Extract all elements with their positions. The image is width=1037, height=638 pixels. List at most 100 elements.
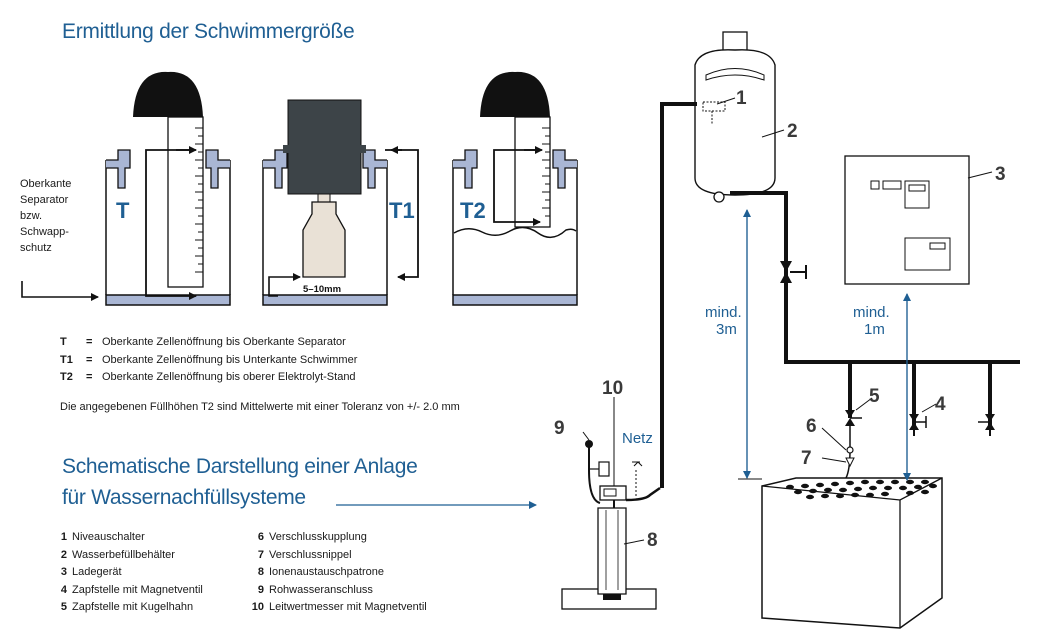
- measure-arrow-t2: [493, 149, 541, 226]
- legend-text: Verschlussnippel: [269, 548, 352, 561]
- legend-text: Zapfstelle mit Magnetventil: [72, 583, 203, 596]
- cell-opening-left: [263, 149, 288, 189]
- legend-num: 4: [60, 583, 67, 596]
- tap-valve-5: [845, 410, 862, 426]
- legend-num: 1: [60, 531, 67, 543]
- callout-9: 9: [554, 418, 565, 439]
- cap-icon: [133, 71, 203, 117]
- electrolyte-level: [453, 226, 577, 239]
- cell-t2: [452, 71, 578, 306]
- tap-valve-4: [909, 414, 927, 436]
- distance-label-1m: mind.: [853, 304, 890, 321]
- definition-eq: =: [86, 336, 93, 348]
- side-label-separator: Oberkante Separator bzw. Schwapp- schutz: [20, 176, 100, 256]
- legend-row: 1 Niveauschalter 6 Verschlusskupplung: [37, 529, 427, 547]
- cell-label-t1: T1: [389, 198, 415, 223]
- cell-label-t: T: [116, 198, 130, 223]
- side-label-line: bzw.: [20, 210, 43, 222]
- measure-arrow-t: [145, 149, 197, 300]
- legend-num: 7: [257, 548, 264, 561]
- definition-key: T2: [60, 371, 73, 383]
- definition-key: T1: [60, 353, 73, 366]
- callout-1: 1: [736, 88, 747, 109]
- cell-opening-right: [552, 149, 577, 189]
- distance-label-3m: mind.: [705, 304, 742, 321]
- definition-row: T = Oberkante Zellenöffnung bis Oberkante …: [60, 334, 357, 352]
- legend-table: 1 Niveauschalter 6 Verschlusskupplung 2 Was…: [37, 529, 427, 617]
- distance-label-3m-value: 3m: [716, 321, 737, 338]
- charger: [844, 155, 970, 285]
- callout-5: 5: [869, 386, 880, 407]
- water-tank: [694, 31, 776, 203]
- legend-text: Leitwertmesser mit Magnetventil: [269, 601, 427, 613]
- dipstick: [167, 116, 204, 288]
- title-schematic-line2: für Wassernachfüllsysteme: [62, 486, 306, 509]
- level-switch: [702, 101, 726, 112]
- tap-valve-extra: [978, 414, 995, 436]
- definition-eq: =: [86, 371, 93, 383]
- gap-label: 5–10mm: [303, 284, 341, 295]
- definition-eq: =: [86, 353, 93, 366]
- legend-text: Ionenaustauschpatrone: [269, 566, 384, 578]
- definition-row: T1 = Oberkante Zellenöffnung bis Unterkant…: [60, 352, 357, 370]
- netz-label: Netz: [622, 430, 653, 447]
- valve-main: [780, 261, 807, 283]
- definition-row: T2 = Oberkante Zellenöffnung bis oberer El…: [60, 369, 357, 387]
- legend-text: Wasserbefüllbehälter: [72, 548, 175, 561]
- side-arrow: [21, 281, 99, 301]
- legend-text: Niveauschalter: [72, 531, 145, 543]
- cell-opening-left: [106, 149, 131, 189]
- legend-num: 10: [251, 601, 264, 613]
- title-schematic-line1: Schematische Darstellung einer Anlage: [62, 455, 418, 478]
- legend-num: 6: [257, 531, 264, 543]
- side-label-line: Oberkante: [20, 178, 72, 190]
- tolerance-note: Die angegebenen Füllhöhen T2 sind Mittel…: [60, 401, 460, 413]
- legend-row: 3 Ladegerät 8 Ionenaustauschpatrone: [37, 564, 427, 582]
- dipstick-scale: [195, 127, 203, 273]
- definition-text: Oberkante Zellenöffnung bis Unterkante S…: [102, 353, 358, 366]
- title-float-size: Ermittlung der Schwimmergröße: [62, 20, 355, 43]
- callout-8: 8: [647, 530, 658, 551]
- legend-num: 9: [257, 583, 264, 596]
- float-body: [302, 201, 346, 278]
- separator: [105, 294, 231, 306]
- callout-10: 10: [602, 378, 623, 399]
- distance-label-1m-value: 1m: [864, 321, 885, 338]
- legend-num: 8: [257, 566, 264, 578]
- cell-t: [105, 71, 231, 306]
- cell-opening-left: [453, 149, 478, 189]
- cell-t1: [262, 99, 419, 306]
- callout-6: 6: [806, 416, 817, 437]
- ion-exchange-unit: [561, 440, 661, 610]
- separator: [452, 294, 578, 306]
- legend-num: 2: [60, 548, 67, 561]
- float-housing: [287, 99, 362, 195]
- gap-arrow: [268, 273, 301, 297]
- cell-opening-right: [362, 149, 387, 189]
- side-label-line: Separator: [20, 194, 69, 206]
- cap-icon: [480, 71, 550, 117]
- legend-row: 4 Zapfstelle mit Magnetventil 9 Rohwassera…: [37, 582, 427, 600]
- cell-label-t2: T2: [460, 198, 486, 223]
- side-label-line: schutz: [20, 242, 52, 254]
- legend-text: Ladegerät: [72, 566, 122, 578]
- definitions-table: T = Oberkante Zellenöffnung bis Oberkante …: [60, 334, 357, 387]
- definition-text: Oberkante Zellenöffnung bis oberer Elekt…: [102, 371, 356, 383]
- definition-key: T: [60, 336, 67, 348]
- battery-cell-plugs: [786, 479, 937, 500]
- legend-row: 2 Wasserbefüllbehälter 7 Verschlussnippel: [37, 547, 427, 565]
- definition-text: Oberkante Zellenöffnung bis Oberkante Se…: [102, 336, 346, 348]
- callout-4: 4: [935, 394, 946, 415]
- dipstick-scale: [542, 127, 550, 217]
- separator: [262, 294, 388, 306]
- legend-text: Rohwasseranschluss: [269, 583, 373, 596]
- side-label-line: Schwapp-: [20, 226, 69, 238]
- legend-text: Verschlusskupplung: [269, 531, 367, 543]
- callout-7: 7: [801, 448, 812, 469]
- cell-opening-right: [205, 149, 230, 189]
- legend-num: 5: [60, 601, 67, 613]
- legend-num: 3: [60, 566, 67, 578]
